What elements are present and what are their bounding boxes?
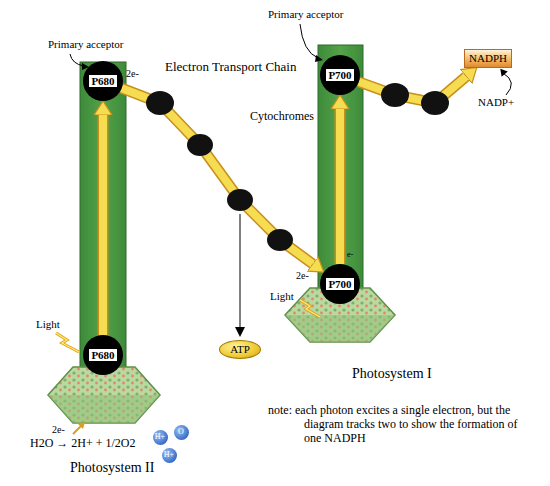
arrow-body	[99, 115, 107, 335]
leader-line	[300, 24, 318, 58]
node-text: P700	[326, 278, 353, 290]
light-bolt	[300, 300, 320, 317]
node-text: P680	[89, 75, 116, 87]
carrier-molecule	[267, 229, 293, 251]
atp-arrow	[240, 214, 241, 329]
complex-side	[285, 315, 395, 342]
node-text: H+	[164, 451, 174, 460]
electron-label: 2e-	[296, 270, 309, 282]
part-label: Cytochromes	[250, 110, 314, 124]
ion-ball: O	[174, 425, 189, 440]
molecule-label: NADP+	[478, 96, 514, 109]
electron-flow-arrow	[340, 109, 341, 264]
carrier-molecule	[381, 83, 409, 107]
photosystem-label: Photosystem II	[70, 460, 154, 476]
arrow-body	[336, 109, 344, 264]
carrier-molecule	[146, 91, 174, 115]
node-text: P700	[326, 69, 353, 81]
ion-ball: H+	[162, 448, 177, 463]
atp-coin: ATP	[219, 340, 261, 359]
electron-flow-arrow	[103, 115, 104, 335]
arrow-head	[498, 69, 508, 78]
light-label: Light	[36, 318, 60, 331]
arrow-head	[235, 327, 245, 337]
section-label: Electron Transport Chain	[165, 60, 296, 75]
equation-label: H2O → 2H+ + 1/2O2	[30, 437, 136, 451]
light-bolt	[56, 333, 79, 352]
reaction-center: P700	[320, 55, 360, 95]
photosystem-complex	[48, 367, 160, 423]
photosystem-label: Photosystem I	[352, 366, 432, 382]
antenna-bar	[318, 45, 363, 295]
callout-label: Primary acceptor	[268, 8, 343, 21]
arrow-head	[315, 55, 323, 62]
arrow-head	[78, 422, 85, 429]
ion-ball: H+	[153, 430, 168, 445]
arrow-body	[359, 77, 466, 103]
carrier-molecule	[227, 189, 253, 211]
carrier-molecule	[421, 91, 449, 115]
leader-line	[70, 54, 84, 66]
electron-label: 2e-	[52, 424, 65, 436]
node-text: ATP	[230, 343, 250, 355]
reaction-center: P680	[83, 335, 123, 375]
node-text: H+	[155, 433, 165, 442]
callout-label: Primary acceptor	[48, 38, 123, 51]
complex-side	[48, 395, 160, 423]
electron-label: e-	[347, 250, 353, 259]
reaction-center: P700	[320, 264, 360, 304]
node-text: O	[178, 428, 184, 437]
electron-label: 2e-	[126, 68, 139, 80]
arrow-outline	[335, 109, 346, 264]
nadp-arrow	[503, 73, 511, 95]
node-text: P680	[89, 349, 116, 361]
reaction-center: P680	[83, 61, 123, 101]
antenna-bar	[80, 62, 126, 372]
carrier-molecule	[187, 134, 213, 156]
light-label: Light	[270, 290, 294, 303]
product-box: NADPH	[464, 49, 512, 68]
light-bolt	[56, 333, 79, 352]
electron-flow-arrow	[359, 77, 466, 103]
arrow-outline	[359, 77, 466, 103]
note-text: note: each photon excites a single elect…	[268, 404, 518, 445]
light-bolt	[300, 300, 320, 317]
node-text: NADPH	[469, 52, 507, 64]
arrow-outline	[98, 115, 109, 335]
